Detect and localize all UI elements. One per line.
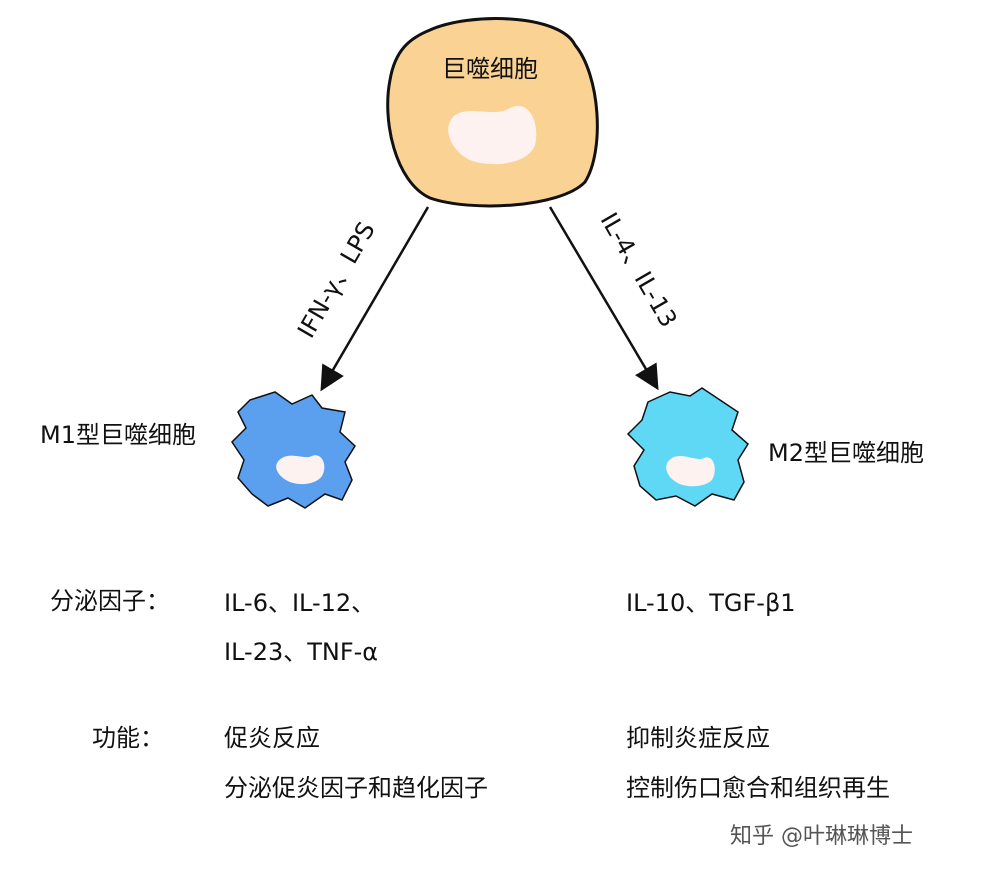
m1-label: M1型巨噬细胞 — [40, 421, 196, 449]
secreted-factors-row-label: 分泌因子： — [50, 587, 170, 615]
m2-function-line1: 抑制炎症反应 — [626, 724, 770, 752]
macrophage-cell — [386, 17, 599, 208]
watermark: 知乎 @叶琳琳博士 — [730, 824, 913, 849]
m2-macrophage-cell — [626, 387, 749, 507]
m2-macrophage-body — [626, 387, 749, 507]
m1-macrophage-nucleus — [276, 455, 325, 485]
arrow-to-m1 — [320, 206, 430, 392]
macrophage-nucleus — [448, 105, 537, 165]
m1-secreted-line1: IL-6、IL-12、 — [224, 589, 376, 617]
arrow-to-m2 — [548, 206, 659, 391]
m1-function-line1: 促炎反应 — [224, 724, 320, 752]
m2-label: M2型巨噬细胞 — [768, 439, 924, 467]
m2-macrophage-nucleus — [666, 456, 715, 487]
m1-macrophage-body — [231, 391, 356, 509]
m1-function-line2: 分泌促炎因子和趋化因子 — [224, 774, 488, 802]
function-row-label: 功能： — [92, 724, 164, 752]
m2-function-line2: 控制伤口愈合和组织再生 — [626, 774, 890, 802]
macrophage-label: 巨噬细胞 — [442, 55, 538, 83]
m1-secreted-line2: IL-23、TNF-α — [224, 638, 379, 666]
m1-macrophage-cell — [231, 391, 356, 509]
m2-secreted: IL-10、TGF-β1 — [626, 589, 796, 617]
